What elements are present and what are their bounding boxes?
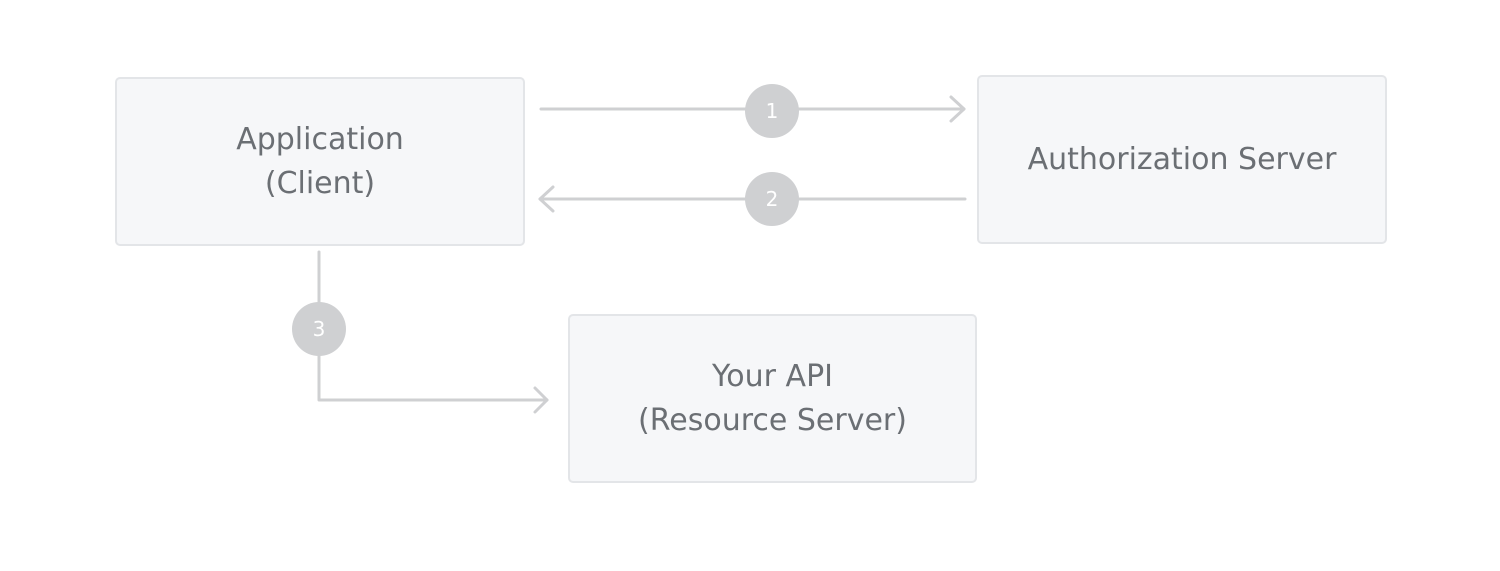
auth-server-node-title: Authorization Server [1027,141,1337,177]
api-node-title: Your API [711,358,834,394]
arrow-step-3 [317,250,549,414]
step-badge-2: 2 [745,172,799,226]
resource-server-node: Your API (Resource Server) [568,314,977,483]
step-badge-3: 3 [292,302,346,356]
client-application-node: Application (Client) [115,77,525,246]
client-node-subtitle: (Client) [264,165,376,201]
step-badge-1: 1 [745,84,799,138]
api-node-subtitle: (Resource Server) [638,402,907,438]
authorization-server-node: Authorization Server [977,75,1387,244]
client-node-title: Application [236,121,404,157]
